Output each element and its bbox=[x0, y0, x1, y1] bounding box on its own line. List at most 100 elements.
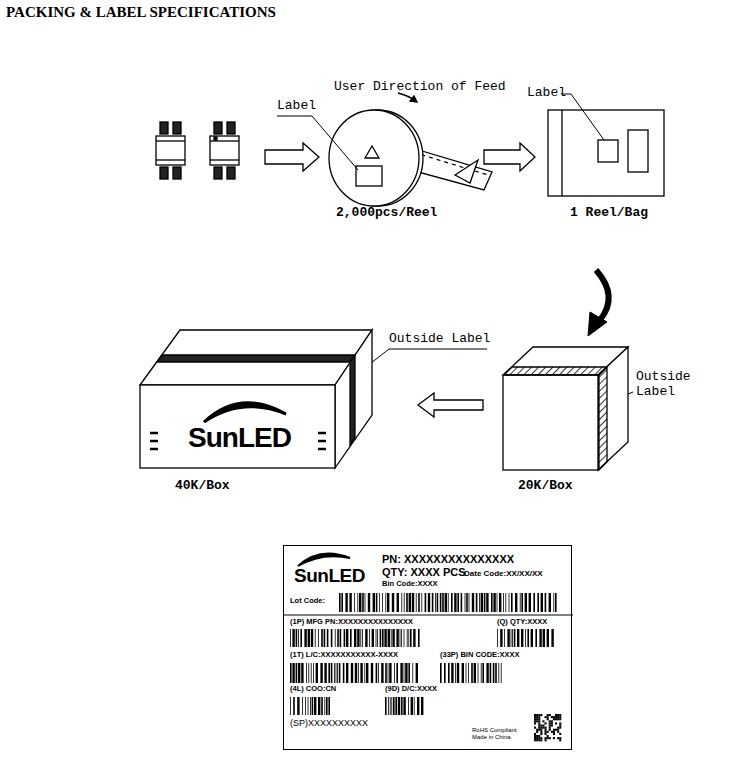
qr-module bbox=[545, 731, 547, 733]
qr-module bbox=[534, 722, 536, 724]
box-20k bbox=[503, 347, 628, 470]
barcode-bar bbox=[310, 697, 312, 715]
qr-module bbox=[538, 725, 540, 727]
barcode-bar bbox=[451, 663, 453, 683]
barcode-bar bbox=[529, 593, 531, 612]
barcode-bar bbox=[385, 697, 387, 715]
separator-line bbox=[284, 615, 573, 616]
bag bbox=[628, 130, 648, 172]
barcode-bar bbox=[389, 663, 391, 683]
barcode-bar bbox=[508, 593, 510, 612]
barcode-bar bbox=[493, 663, 495, 683]
qr-module bbox=[557, 727, 559, 729]
qr-module bbox=[545, 739, 547, 741]
qr-module bbox=[551, 725, 553, 727]
barcode-bar bbox=[304, 629, 306, 647]
barcode-bar bbox=[412, 593, 414, 612]
label-card: SunLEDPN: XXXXXXXXXXXXXXXQTY: XXXX PCSDa… bbox=[283, 545, 572, 750]
qr-module bbox=[536, 716, 538, 718]
qr-module bbox=[557, 737, 559, 739]
qr-module bbox=[555, 714, 557, 716]
qr-module bbox=[559, 733, 561, 735]
qr-module bbox=[557, 729, 559, 731]
curved-arrow bbox=[596, 270, 609, 320]
barcode-bar bbox=[505, 593, 507, 612]
qr-module bbox=[549, 729, 551, 731]
qr-module bbox=[559, 722, 561, 724]
box-40k bbox=[140, 385, 335, 468]
qr-module bbox=[549, 725, 551, 727]
barcode-bar bbox=[331, 629, 333, 647]
reel bbox=[329, 93, 492, 206]
barcode-bar bbox=[339, 593, 341, 612]
barcode-bar bbox=[477, 663, 479, 683]
barcode-bar bbox=[387, 593, 389, 612]
qr-module bbox=[545, 722, 547, 724]
quantity-caption: 20K/Box bbox=[518, 479, 573, 494]
barcode-bar bbox=[461, 593, 463, 612]
barcode-bar bbox=[425, 593, 427, 612]
barcode-bar bbox=[503, 593, 505, 612]
barcode-bar bbox=[296, 629, 298, 647]
quantity-caption: 2,000pcs/Reel bbox=[336, 206, 437, 221]
qr-module bbox=[545, 727, 547, 729]
block-arrow bbox=[418, 393, 483, 417]
qr-module bbox=[551, 722, 553, 724]
barcode-bar bbox=[442, 593, 444, 612]
barcode bbox=[290, 697, 330, 715]
qr-module bbox=[553, 718, 555, 720]
barcode-bar bbox=[448, 663, 450, 683]
qr-module bbox=[540, 727, 542, 729]
barcode-field: (33P) BIN CODE:XXXX bbox=[440, 651, 520, 660]
barcode-bar bbox=[344, 629, 346, 647]
led-components bbox=[214, 137, 217, 140]
barcode-bar bbox=[500, 663, 502, 683]
barcode bbox=[290, 663, 418, 683]
barcode-bar bbox=[328, 663, 330, 683]
qr-module bbox=[549, 720, 551, 722]
qr-module bbox=[540, 733, 542, 735]
qr-module bbox=[542, 725, 544, 727]
barcode-bar bbox=[324, 629, 326, 647]
barcode-bar bbox=[359, 593, 361, 612]
leader-line bbox=[277, 116, 358, 170]
barcode-bar bbox=[403, 629, 405, 647]
barcode-bar bbox=[543, 629, 545, 647]
qr-module bbox=[538, 739, 540, 741]
bag bbox=[598, 140, 618, 162]
lot-code: Lot Code: bbox=[290, 597, 325, 606]
barcode-bar bbox=[382, 593, 384, 612]
reel bbox=[455, 160, 478, 183]
barcode-bar bbox=[313, 663, 315, 683]
barcode-bar bbox=[481, 593, 483, 612]
barcode-bar bbox=[321, 629, 323, 647]
barcode-bar bbox=[421, 593, 423, 612]
box-20k bbox=[503, 375, 598, 470]
led-components bbox=[227, 167, 235, 179]
barcode-bar bbox=[308, 629, 310, 647]
barcode-bar bbox=[480, 663, 482, 683]
barcode-bar bbox=[302, 697, 304, 715]
barcode-bar bbox=[401, 593, 403, 612]
barcode-bar bbox=[455, 663, 457, 683]
barcode-bar bbox=[408, 697, 410, 715]
barcode-bar bbox=[440, 663, 442, 683]
barcode-bar bbox=[373, 593, 375, 612]
barcode-bar bbox=[412, 663, 414, 683]
reel bbox=[365, 146, 379, 158]
feed-direction-note: User Direction of Feed bbox=[334, 80, 506, 95]
barcode-bar bbox=[464, 593, 466, 612]
reel bbox=[329, 110, 419, 206]
barcode-bar bbox=[379, 593, 381, 612]
barcode-bar bbox=[466, 593, 468, 612]
qr-module bbox=[557, 718, 559, 720]
barcode-bar bbox=[435, 593, 437, 612]
quantity-caption: 40K/Box bbox=[175, 479, 230, 494]
qr-module bbox=[536, 739, 538, 741]
barcode-bar bbox=[324, 663, 326, 683]
led-components bbox=[173, 167, 181, 179]
barcode-bar bbox=[390, 629, 392, 647]
barcode-bar bbox=[339, 663, 341, 683]
barcode-bar bbox=[525, 629, 527, 647]
qr-module bbox=[545, 733, 547, 735]
